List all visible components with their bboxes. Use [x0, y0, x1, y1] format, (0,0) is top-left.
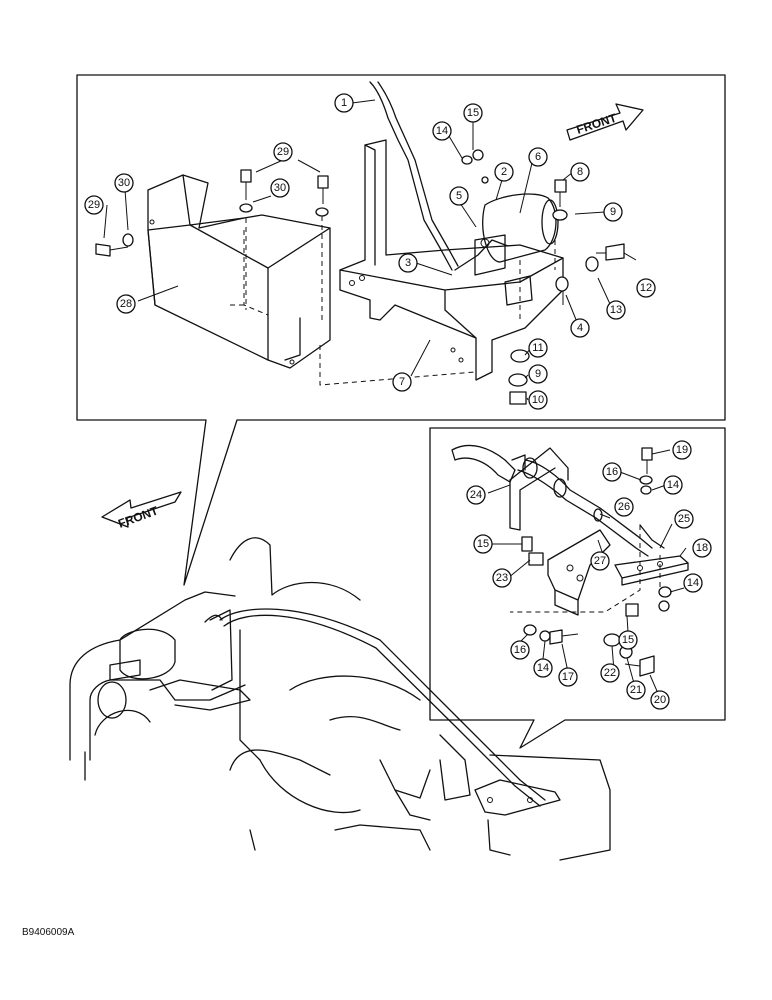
callout-9-bottom: 9 — [528, 364, 548, 384]
svg-text:24: 24 — [470, 489, 482, 501]
svg-text:13: 13 — [610, 304, 622, 316]
callout-19: 19 — [672, 440, 692, 460]
svg-text:22: 22 — [604, 667, 616, 679]
callout-18: 18 — [692, 538, 712, 558]
svg-text:1: 1 — [341, 97, 347, 109]
hardware — [95, 149, 625, 405]
svg-text:15: 15 — [467, 107, 479, 119]
callout-14-right: 14 — [683, 573, 703, 593]
callout-22: 22 — [600, 663, 620, 683]
callout-23: 23 — [492, 568, 512, 588]
callout-1: 1 — [334, 93, 354, 113]
callout-16-upper: 16 — [602, 462, 622, 482]
callout-29-top: 29 — [273, 142, 293, 162]
leader-lines-top — [103, 99, 637, 401]
callout-7: 7 — [392, 372, 412, 392]
callout-13: 13 — [606, 300, 626, 320]
svg-text:5: 5 — [456, 190, 462, 202]
callout-9-right: 9 — [603, 202, 623, 222]
callout-15-right: 15 — [618, 630, 638, 650]
figure-code: B9406009A — [22, 927, 75, 938]
bracket-part — [339, 81, 564, 381]
svg-text:28: 28 — [120, 298, 132, 310]
callout-17: 17 — [558, 667, 578, 687]
front-arrow-bottom: FRONT — [101, 491, 182, 531]
svg-text:4: 4 — [577, 322, 583, 334]
svg-text:11: 11 — [532, 342, 543, 354]
svg-text:21: 21 — [630, 684, 642, 696]
svg-text:14: 14 — [687, 577, 699, 589]
callout-6: 6 — [528, 147, 548, 167]
svg-text:16: 16 — [514, 644, 526, 656]
svg-text:15: 15 — [477, 538, 489, 550]
svg-text:30: 30 — [118, 177, 130, 189]
svg-text:8: 8 — [577, 166, 583, 178]
callout-30-left: 30 — [114, 173, 134, 193]
svg-text:29: 29 — [88, 199, 100, 211]
callout-21: 21 — [626, 680, 646, 700]
svg-text:9: 9 — [610, 206, 616, 218]
callouts-inset: 14 14 14 15 15 16 16 17 18 19 20 21 22 2… — [466, 440, 712, 710]
callout-24: 24 — [466, 485, 486, 505]
svg-text:FRONT: FRONT — [116, 503, 160, 531]
callout-14-lower: 14 — [533, 658, 553, 678]
svg-text:30: 30 — [274, 182, 286, 194]
svg-text:17: 17 — [562, 671, 574, 683]
machine-overview — [69, 537, 611, 861]
callout-8: 8 — [570, 162, 590, 182]
callout-10: 10 — [528, 390, 548, 410]
svg-text:6: 6 — [535, 151, 541, 163]
svg-text:15: 15 — [622, 634, 634, 646]
callout-15: 15 — [463, 103, 483, 123]
svg-text:29: 29 — [277, 146, 289, 158]
svg-text:3: 3 — [405, 257, 411, 269]
callout-20: 20 — [650, 690, 670, 710]
svg-text:7: 7 — [399, 376, 405, 388]
inset-hardware — [521, 447, 672, 677]
svg-text:14: 14 — [436, 125, 448, 137]
callout-27: 27 — [590, 551, 610, 571]
callout-14-upper: 14 — [663, 475, 683, 495]
svg-text:2: 2 — [501, 166, 507, 178]
svg-text:9: 9 — [535, 368, 541, 380]
svg-text:12: 12 — [640, 282, 652, 294]
inset-assembly — [451, 444, 689, 616]
callout-12: 12 — [636, 278, 656, 298]
svg-text:16: 16 — [606, 466, 618, 478]
callout-30-top: 30 — [270, 178, 290, 198]
svg-text:20: 20 — [654, 694, 666, 706]
svg-text:23: 23 — [496, 572, 508, 584]
callout-4: 4 — [570, 318, 590, 338]
svg-text:14: 14 — [667, 479, 679, 491]
inset-detail-frame — [429, 427, 726, 749]
callout-25: 25 — [674, 509, 694, 529]
svg-text:19: 19 — [676, 444, 688, 456]
callout-16-lower: 16 — [510, 640, 530, 660]
svg-text:27: 27 — [594, 555, 606, 567]
top-detail-frame — [76, 74, 726, 586]
callout-15-left: 15 — [473, 534, 493, 554]
svg-text:26: 26 — [618, 501, 630, 513]
svg-text:FRONT: FRONT — [575, 111, 619, 137]
callout-28: 28 — [116, 294, 136, 314]
callout-29-left: 29 — [84, 195, 104, 215]
svg-text:18: 18 — [696, 542, 708, 554]
callout-3: 3 — [398, 253, 418, 273]
front-arrow-top: FRONT — [566, 103, 644, 141]
callout-14: 14 — [432, 121, 452, 141]
guard-part — [147, 174, 331, 369]
callout-11: 11 — [528, 338, 548, 358]
svg-text:14: 14 — [537, 662, 549, 674]
callout-5: 5 — [449, 186, 469, 206]
svg-text:25: 25 — [678, 513, 690, 525]
callouts-top: 1 2 3 4 5 6 7 8 9 9 10 11 12 13 14 15 28… — [84, 93, 656, 410]
callout-26: 26 — [614, 497, 634, 517]
callout-2: 2 — [494, 162, 514, 182]
svg-text:10: 10 — [532, 394, 544, 406]
